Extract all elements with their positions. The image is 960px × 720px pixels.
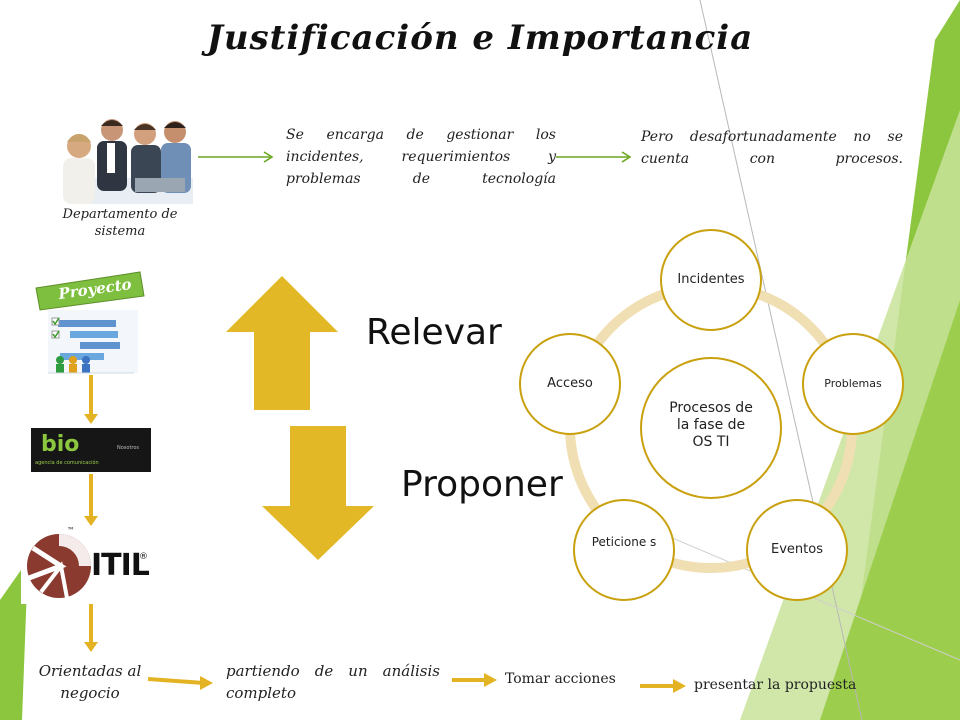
step-analisis: partiendo de un análisis completo — [226, 662, 440, 702]
proponer-down-arrow — [262, 426, 374, 560]
itil-logo: ITIL ™ ® — [21, 526, 150, 604]
gold-vertical-arrows — [84, 375, 98, 652]
node-peticiones — [573, 499, 675, 601]
node-problemas-text: Problemas — [824, 377, 882, 390]
node-incidentes-text: Incidentes — [677, 272, 745, 287]
bio-logo-sub: agencia de comunicación — [35, 460, 99, 466]
node-eventos-text: Eventos — [771, 542, 823, 557]
proponer-label: Proponer — [401, 464, 563, 505]
step-orientadas: Orientadas al negocio — [38, 662, 142, 702]
node-acceso-text: Acceso — [547, 376, 593, 391]
description-text: Se encarga de gestionar los incidentes, … — [286, 127, 556, 187]
relevar-up-arrow — [226, 276, 338, 410]
node-eventos — [746, 499, 848, 601]
department-photo — [57, 108, 193, 204]
decor-line-1 — [699, 0, 863, 720]
department-label: Departamento de sistema — [62, 207, 178, 239]
step-acciones: Tomar acciones — [505, 671, 616, 687]
project-illustration — [35, 271, 145, 374]
gold-horizontal-arrows — [147, 673, 686, 693]
bio-logo-text: bio — [41, 432, 80, 457]
node-peticiones-text: Peticione s — [591, 535, 657, 549]
cycle-center-text: Procesos de la fase de OS TI — [669, 400, 753, 450]
page-title: Justificación e Importancia — [206, 18, 754, 58]
project-logo: Proyecto — [30, 270, 150, 375]
relevar-label: Relevar — [366, 312, 502, 353]
node-incidentes — [660, 229, 762, 331]
bio-logo: bio agencia de comunicación Nosotros — [31, 428, 151, 472]
node-problemas — [802, 333, 904, 435]
node-acceso — [519, 333, 621, 435]
step-propuesta: presentar la propuesta — [694, 677, 857, 693]
bio-logo-nav: Nosotros — [117, 445, 140, 451]
itil-logo-text: ITIL — [91, 548, 150, 583]
cycle-center — [640, 357, 782, 499]
problem-text: Pero desafortunadamente no se cuenta con… — [641, 129, 903, 167]
itil-swirl-icon — [27, 534, 91, 599]
itil-reg: ® — [139, 552, 148, 562]
people-illustration — [57, 108, 193, 204]
itil-tm: ™ — [67, 526, 75, 535]
